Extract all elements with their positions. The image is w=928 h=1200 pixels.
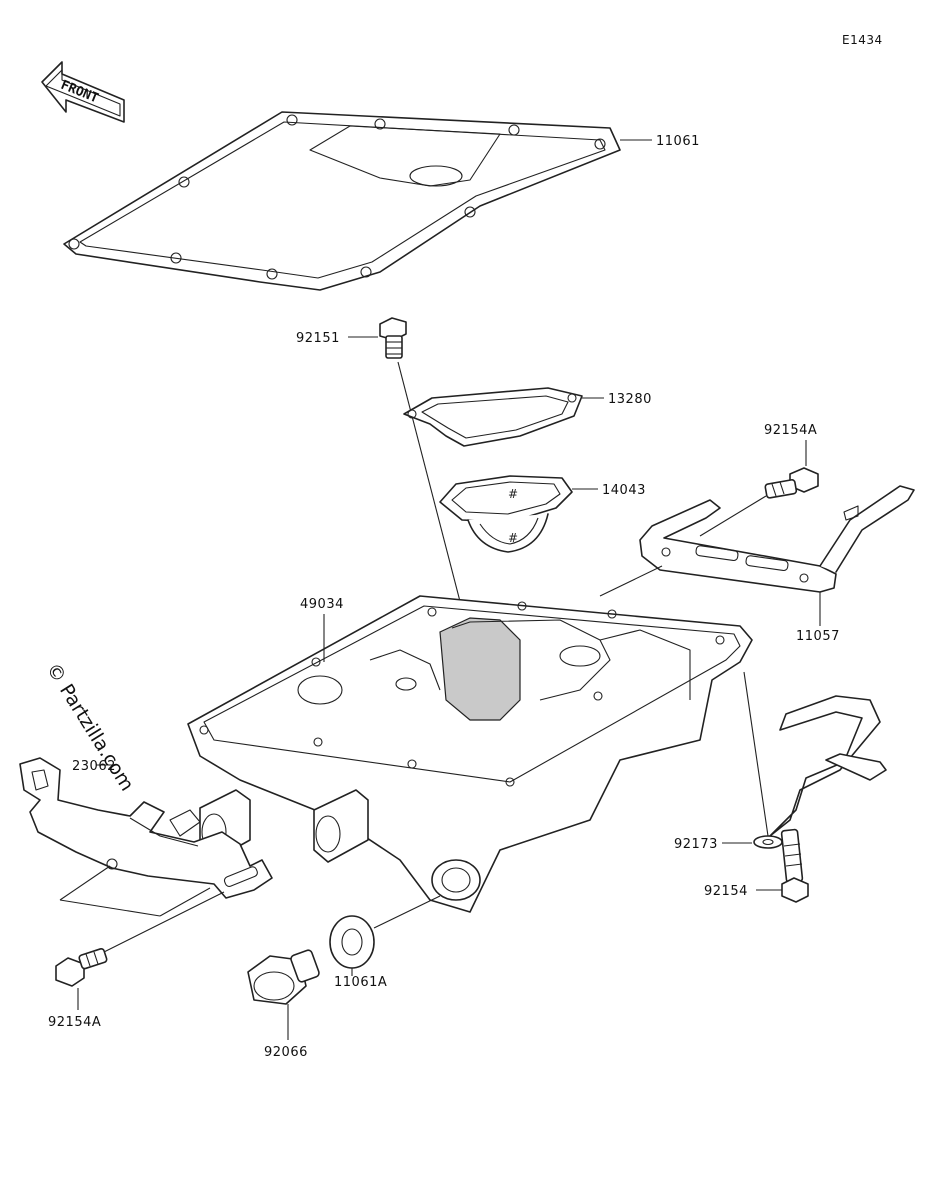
part-label-92154a-bottom[interactable]: 92154A [48,1015,101,1030]
drain-plug-92066[interactable] [247,949,320,1005]
front-arrow-icon: FRONT [41,61,125,123]
gasket-11061[interactable] [63,111,621,291]
part-label-49034[interactable]: 49034 [300,597,344,612]
oil-pan-49034[interactable] [187,595,753,913]
svg-text:#: # [508,531,518,545]
part-label-92151[interactable]: 92151 [296,331,340,346]
diagram-code: E1434 [842,33,883,47]
part-label-92154[interactable]: 92154 [704,884,748,899]
part-label-92154a-top[interactable]: 92154A [764,423,817,438]
bracket-92173[interactable] [753,695,887,849]
bolt-92154a-bottom[interactable] [55,947,108,987]
gasket-13280[interactable] [403,387,583,447]
bracket-11057[interactable] [639,485,915,593]
bracket-23062[interactable] [19,757,273,899]
part-label-23062[interactable]: 23062 [72,759,116,774]
part-label-92173[interactable]: 92173 [674,837,718,852]
svg-text:#: # [508,487,518,501]
part-label-92066[interactable]: 92066 [264,1045,308,1060]
part-label-11061a[interactable]: 11061A [334,975,387,990]
part-label-14043[interactable]: 14043 [602,483,646,498]
oil-strainer-14043[interactable]: # # [439,475,573,553]
part-label-13280[interactable]: 13280 [608,392,652,407]
part-label-11057[interactable]: 11057 [796,629,840,644]
washer-11061a[interactable] [329,915,375,969]
part-label-11061[interactable]: 11061 [656,134,700,149]
bolt-92154[interactable] [780,828,809,903]
bolt-92151[interactable] [379,317,407,359]
bolt-92154a-top[interactable] [764,467,819,499]
